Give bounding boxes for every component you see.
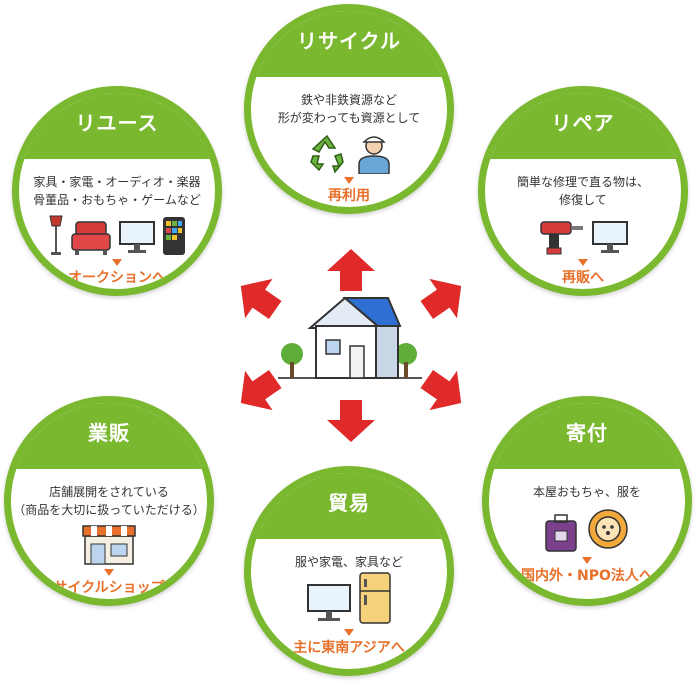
- node-title: 寄付: [566, 421, 608, 445]
- node-trade: 貿易 服や家電、家具など 主に東南アジアへ: [244, 466, 454, 676]
- node-result: 再販へ: [562, 270, 604, 286]
- down-triangle-icon: [582, 557, 592, 564]
- node-icons: [485, 210, 681, 256]
- node-icons: [251, 571, 447, 625]
- node-description: 本屋おもちゃ、服を: [532, 485, 641, 499]
- arrow-lower-right: [420, 369, 462, 411]
- node-description: 店舗展開をされている （商品を大切に扱っていただける）: [13, 485, 205, 517]
- node-result: 国内外・NPO法人へ: [521, 568, 653, 584]
- refrigerator-icon: [359, 572, 391, 624]
- lion-toy-icon: [588, 509, 628, 549]
- node-icons: [11, 520, 207, 566]
- monitor-icon: [592, 221, 628, 253]
- worker-icon: [358, 136, 390, 174]
- down-triangle-icon: [578, 259, 588, 266]
- down-triangle-icon: [344, 629, 354, 636]
- node-title: リペア: [551, 111, 615, 135]
- down-triangle-icon: [344, 177, 354, 184]
- recycle-icon: [310, 134, 344, 174]
- node-header: [489, 403, 685, 469]
- arrow-upper-right: [420, 278, 462, 320]
- down-triangle-icon: [104, 569, 114, 576]
- node-result: リサイクルショップへ: [39, 580, 179, 596]
- node-reuse: リユース 家具・家電・オーディオ・楽器 骨董品・おもちゃ・ゲームなど: [12, 86, 222, 296]
- monitor-icon: [307, 584, 351, 621]
- node-description: 服や家電、家具など: [294, 555, 403, 569]
- node-description: 家具・家電・オーディオ・楽器 骨董品・おもちゃ・ゲームなど: [33, 175, 201, 207]
- node-header: [251, 473, 447, 539]
- node-wholesale: 業販 店舗展開をされている （商品を大切に扱っていただける） リサイクルショップ…: [4, 396, 214, 606]
- node-result: オークションへ: [68, 270, 166, 286]
- node-repair: リペア 簡単な修理で直る物は、 修復して 再販へ: [478, 86, 688, 296]
- node-result: 主に東南アジアへ: [293, 640, 405, 656]
- node-recycle: リサイクル 鉄や非鉄資源など 形が変わっても資源として 再利用: [244, 4, 454, 214]
- monitor-icon: [119, 221, 155, 253]
- arrow-upper-left: [240, 278, 282, 320]
- drill-icon: [540, 221, 583, 255]
- node-donate: 寄付 本屋おもちゃ、服を 国内外・NPO法人へ: [482, 396, 692, 606]
- node-header: [485, 93, 681, 159]
- node-icons: [489, 503, 685, 553]
- bag-icon: [545, 514, 577, 552]
- node-header: [19, 93, 215, 159]
- arrow-down: [327, 400, 375, 442]
- node-result: 再利用: [328, 188, 370, 204]
- down-triangle-icon: [112, 259, 122, 266]
- node-title: リユース: [75, 111, 159, 135]
- node-title: 貿易: [328, 491, 370, 515]
- node-description: 鉄や非鉄資源など 形が変わっても資源として: [277, 93, 421, 125]
- node-title: 業販: [88, 421, 130, 445]
- node-icons: [251, 128, 447, 174]
- sofa-icon: [71, 221, 111, 255]
- node-header: [251, 11, 447, 77]
- store-icon: [82, 525, 136, 565]
- lamp-icon: [49, 215, 63, 255]
- node-description: 簡単な修理で直る物は、 修復して: [516, 175, 649, 207]
- arrow-lower-left: [240, 369, 282, 411]
- tablet-icon: [163, 217, 185, 255]
- node-title: リサイクル: [297, 29, 401, 53]
- node-icons: [19, 210, 215, 256]
- house-with-trees-icon: [278, 296, 422, 379]
- node-header: [11, 403, 207, 469]
- arrow-up: [327, 249, 375, 291]
